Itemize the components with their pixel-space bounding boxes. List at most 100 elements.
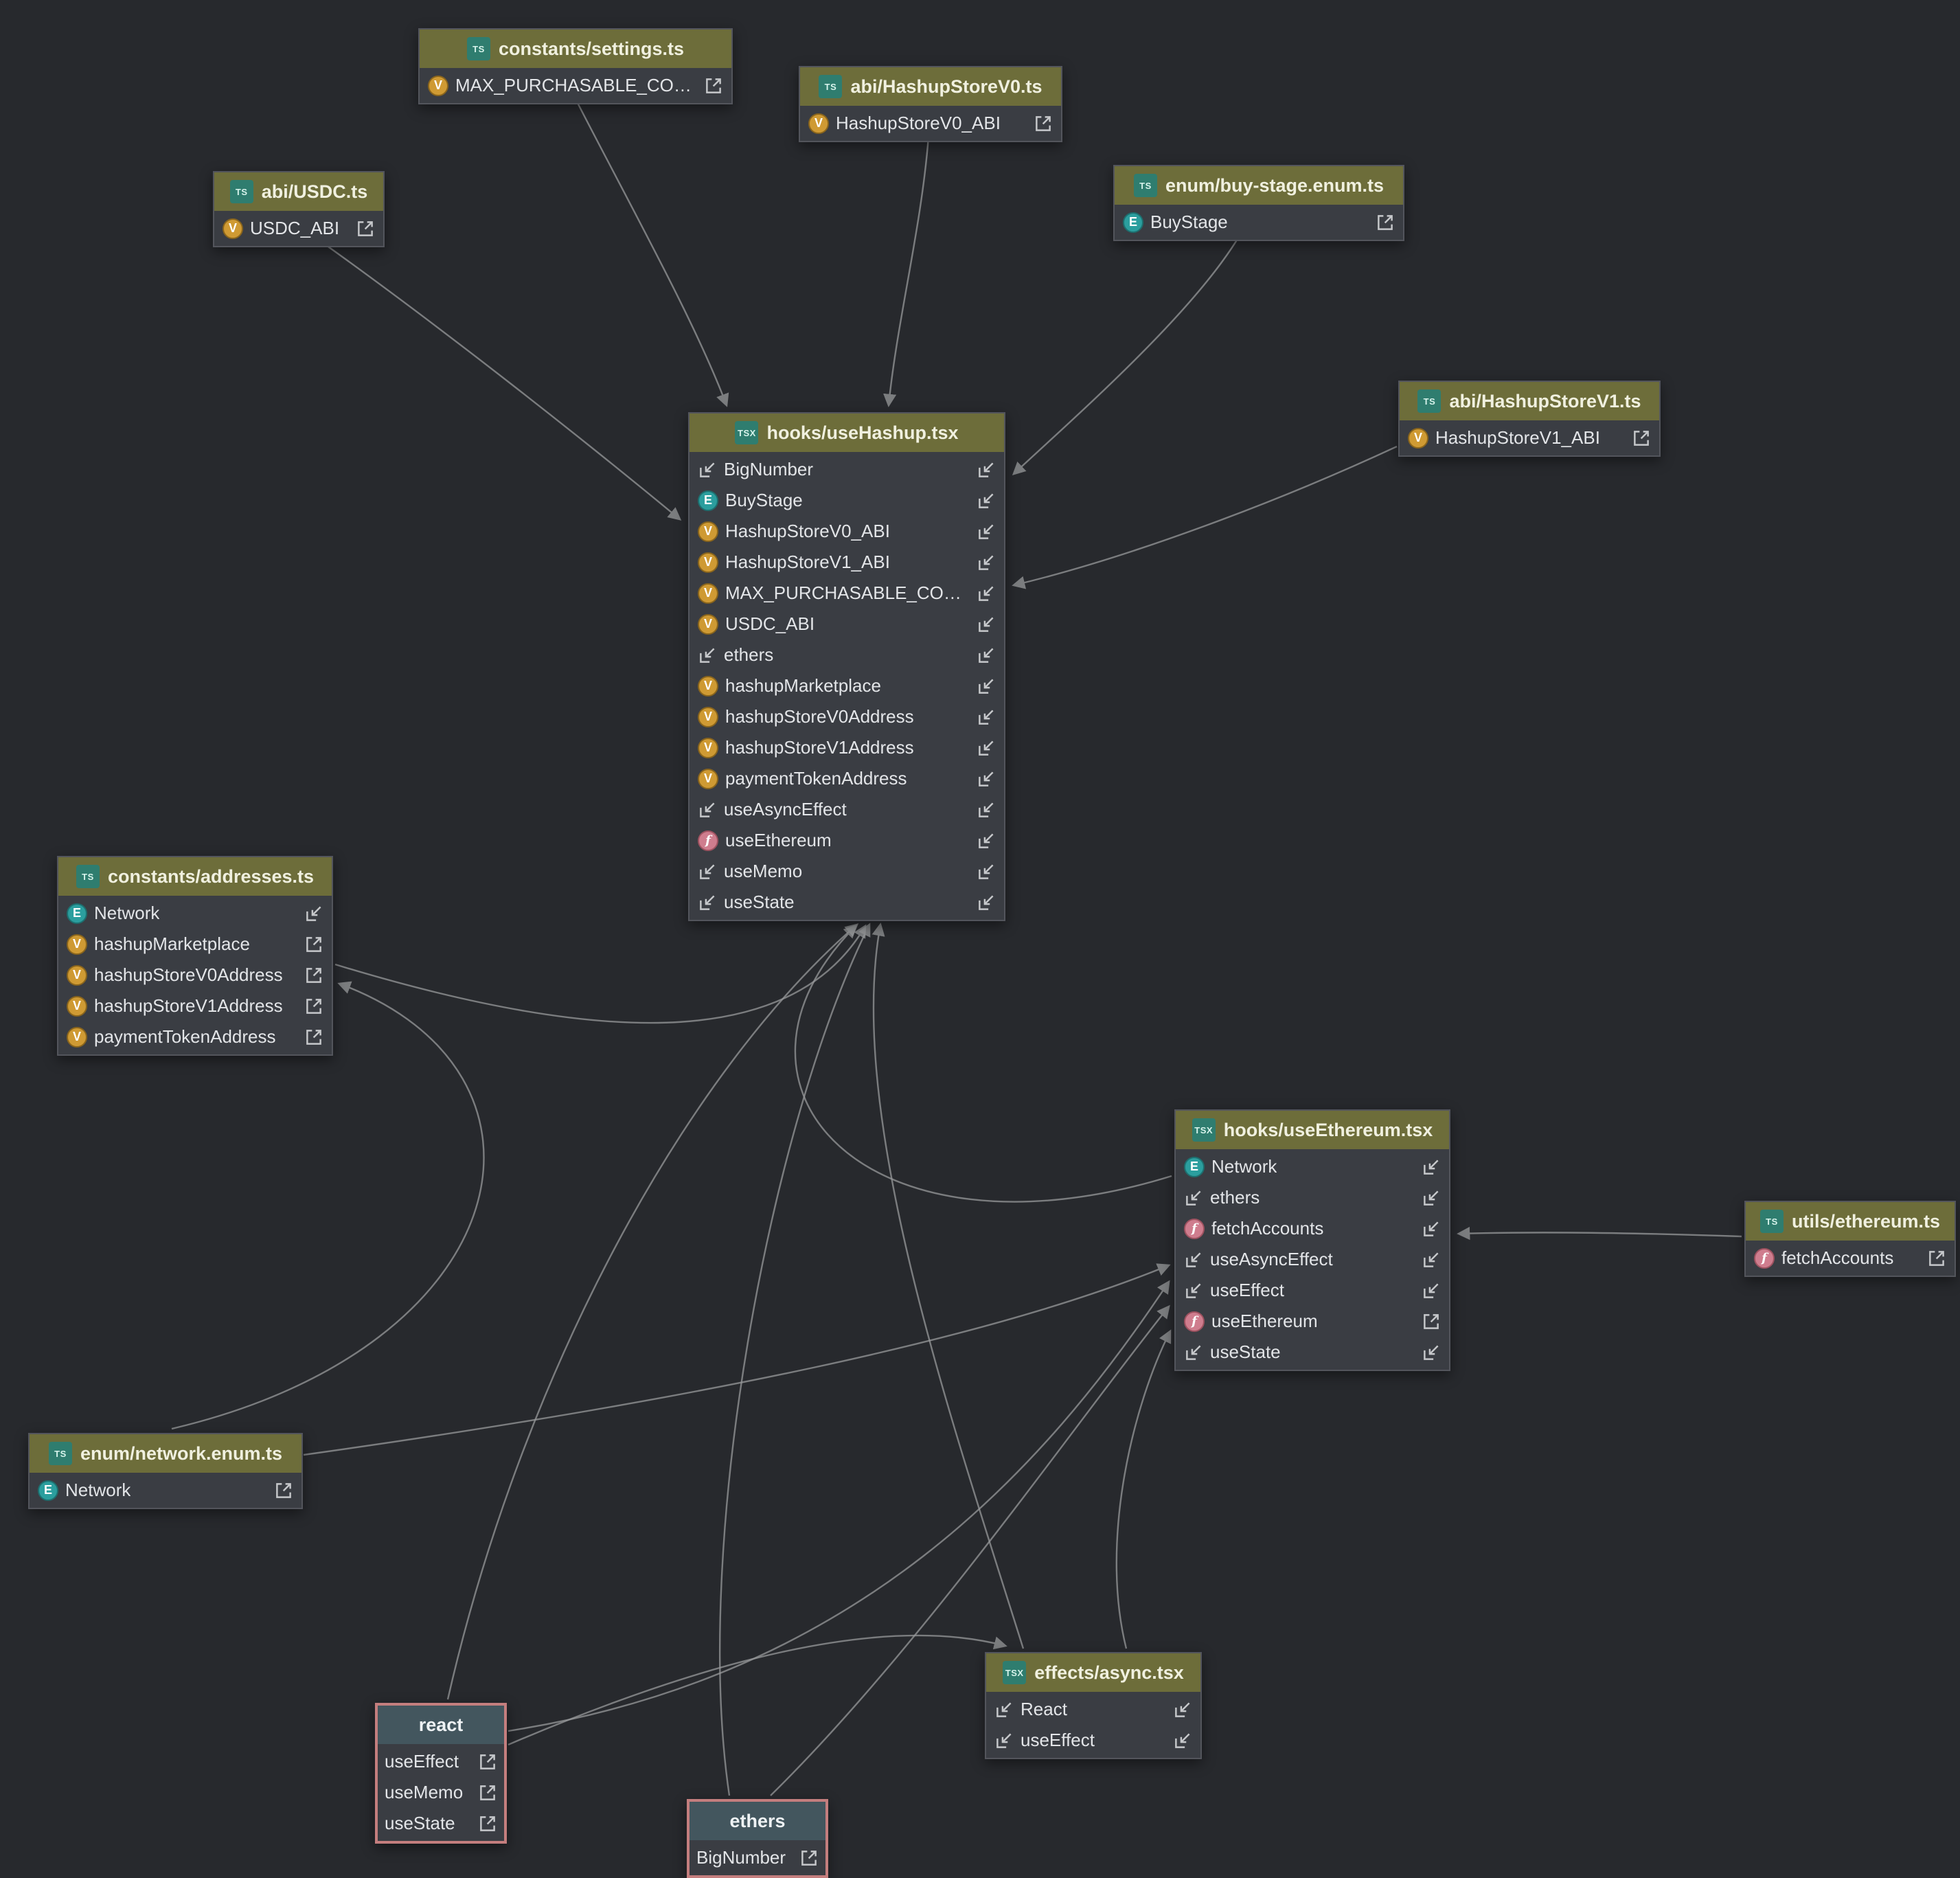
import-arrow-icon[interactable]: [1173, 1700, 1192, 1719]
symbol-row-paymentTokenAddress[interactable]: VpaymentTokenAddress: [690, 763, 1004, 794]
node-header-utilsEthereum[interactable]: TSutils/ethereum.ts: [1746, 1202, 1955, 1241]
node-header-useHashup[interactable]: TSXhooks/useHashup.tsx: [690, 414, 1004, 452]
symbol-row-MAX_PURCHASABLE_COPIES[interactable]: VMAX_PURCHASABLE_COPIES: [420, 70, 731, 101]
import-arrow-icon[interactable]: [977, 460, 996, 479]
external-link-icon[interactable]: [304, 1028, 323, 1047]
symbol-row-useMemo[interactable]: useMemo: [690, 856, 1004, 887]
external-link-icon[interactable]: [478, 1783, 497, 1802]
import-arrow-icon[interactable]: [1422, 1281, 1441, 1300]
import-arrow-icon[interactable]: [1422, 1219, 1441, 1238]
import-arrow-icon[interactable]: [977, 553, 996, 572]
symbol-row-MAX_PURCHASABLE_COPIES[interactable]: VMAX_PURCHASABLE_COPIES: [690, 578, 1004, 609]
node-title-hashupStoreV1: abi/HashupStoreV1.ts: [1449, 391, 1641, 412]
external-link-icon[interactable]: [1376, 213, 1395, 232]
variable-icon: V: [698, 583, 718, 604]
symbol-row-useState[interactable]: useState: [378, 1808, 504, 1839]
import-arrow-icon[interactable]: [977, 708, 996, 727]
node-header-usdc[interactable]: TSabi/USDC.ts: [214, 172, 383, 211]
symbol-row-useAsyncEffect[interactable]: useAsyncEffect: [1176, 1244, 1449, 1275]
symbol-row-HashupStoreV0_ABI[interactable]: VHashupStoreV0_ABI: [690, 516, 1004, 547]
node-header-useEthereum[interactable]: TSXhooks/useEthereum.tsx: [1176, 1111, 1449, 1149]
node-header-networkEnum[interactable]: TSenum/network.enum.ts: [30, 1434, 301, 1473]
symbol-row-Network[interactable]: ENetwork: [30, 1475, 301, 1506]
symbol-row-ethers[interactable]: ethers: [1176, 1182, 1449, 1213]
symbol-row-React[interactable]: React: [986, 1694, 1200, 1725]
symbol-row-hashupStoreV0Address[interactable]: VhashupStoreV0Address: [58, 960, 332, 991]
symbol-row-hashupMarketplace[interactable]: VhashupMarketplace: [690, 670, 1004, 701]
external-link-icon[interactable]: [304, 966, 323, 985]
edge-useEthereum-to-useHashup: [795, 926, 1172, 1202]
symbol-row-hashupStoreV1Address[interactable]: VhashupStoreV1Address: [58, 991, 332, 1021]
import-arrow-icon[interactable]: [1422, 1157, 1441, 1177]
external-link-icon[interactable]: [478, 1814, 497, 1833]
import-arrow-icon[interactable]: [1173, 1731, 1192, 1750]
import-arrow-icon[interactable]: [1422, 1188, 1441, 1208]
symbol-row-hashupStoreV0Address[interactable]: VhashupStoreV0Address: [690, 701, 1004, 732]
import-arrow-icon[interactable]: [977, 491, 996, 510]
symbol-row-Network[interactable]: ENetwork: [58, 898, 332, 929]
external-link-icon[interactable]: [799, 1848, 819, 1868]
external-link-icon[interactable]: [356, 219, 375, 238]
node-header-react[interactable]: react: [378, 1706, 504, 1744]
import-arrow-icon[interactable]: [977, 831, 996, 850]
import-arrow-icon[interactable]: [977, 800, 996, 819]
symbol-label: BuyStage: [725, 490, 803, 511]
symbol-row-useMemo[interactable]: useMemo: [378, 1777, 504, 1808]
node-header-hashupStoreV1[interactable]: TSabi/HashupStoreV1.ts: [1400, 382, 1659, 420]
import-arrow-icon[interactable]: [977, 522, 996, 541]
symbol-row-HashupStoreV1_ABI[interactable]: VHashupStoreV1_ABI: [690, 547, 1004, 578]
import-arrow-icon[interactable]: [1422, 1250, 1441, 1269]
node-header-ethers[interactable]: ethers: [690, 1802, 825, 1840]
symbol-row-BigNumber[interactable]: BigNumber: [690, 1842, 825, 1873]
external-link-icon[interactable]: [704, 76, 723, 95]
import-arrow-icon[interactable]: [977, 738, 996, 758]
import-arrow-icon[interactable]: [977, 769, 996, 789]
import-arrow-icon: [1184, 1281, 1203, 1300]
import-arrow-icon[interactable]: [977, 584, 996, 603]
import-arrow-icon[interactable]: [977, 893, 996, 912]
import-arrow-icon[interactable]: [977, 677, 996, 696]
symbol-row-USDC_ABI[interactable]: VUSDC_ABI: [214, 213, 383, 244]
symbol-row-useEthereum[interactable]: fuseEthereum: [690, 825, 1004, 856]
node-header-buyStage[interactable]: TSenum/buy-stage.enum.ts: [1115, 166, 1403, 205]
symbol-row-hashupMarketplace[interactable]: VhashupMarketplace: [58, 929, 332, 960]
external-link-icon[interactable]: [1034, 114, 1053, 133]
symbol-row-useAsyncEffect[interactable]: useAsyncEffect: [690, 794, 1004, 825]
symbol-row-useEthereum[interactable]: fuseEthereum: [1176, 1306, 1449, 1337]
import-arrow-icon[interactable]: [304, 904, 323, 923]
external-link-icon[interactable]: [274, 1481, 293, 1500]
external-link-icon[interactable]: [478, 1752, 497, 1772]
node-header-addresses[interactable]: TSconstants/addresses.ts: [58, 857, 332, 896]
symbol-row-BuyStage[interactable]: EBuyStage: [690, 485, 1004, 516]
symbol-row-useEffect[interactable]: useEffect: [1176, 1275, 1449, 1306]
import-arrow-icon[interactable]: [1422, 1343, 1441, 1362]
symbol-row-HashupStoreV1_ABI[interactable]: VHashupStoreV1_ABI: [1400, 422, 1659, 453]
symbol-row-Network[interactable]: ENetwork: [1176, 1151, 1449, 1182]
symbol-row-fetchAccounts[interactable]: ffetchAccounts: [1176, 1213, 1449, 1244]
external-link-icon[interactable]: [1632, 429, 1651, 448]
node-header-effectsAsync[interactable]: TSXeffects/async.tsx: [986, 1653, 1200, 1692]
symbol-row-useEffect[interactable]: useEffect: [378, 1746, 504, 1777]
symbol-row-useEffect[interactable]: useEffect: [986, 1725, 1200, 1756]
symbol-row-ethers[interactable]: ethers: [690, 640, 1004, 670]
import-arrow-icon[interactable]: [977, 615, 996, 634]
node-header-hashupStoreV0[interactable]: TSabi/HashupStoreV0.ts: [800, 67, 1061, 106]
symbol-row-hashupStoreV1Address[interactable]: VhashupStoreV1Address: [690, 732, 1004, 763]
node-header-settings[interactable]: TSconstants/settings.ts: [420, 30, 731, 68]
external-link-icon[interactable]: [304, 997, 323, 1016]
symbol-row-USDC_ABI[interactable]: VUSDC_ABI: [690, 609, 1004, 640]
symbol-row-HashupStoreV0_ABI[interactable]: VHashupStoreV0_ABI: [800, 108, 1061, 139]
symbol-row-useState[interactable]: useState: [1176, 1337, 1449, 1368]
node-title-effectsAsync: effects/async.tsx: [1034, 1662, 1184, 1684]
import-arrow-icon[interactable]: [977, 862, 996, 881]
symbol-row-BigNumber[interactable]: BigNumber: [690, 454, 1004, 485]
ts-file-icon: TS: [819, 75, 842, 98]
symbol-row-paymentTokenAddress[interactable]: VpaymentTokenAddress: [58, 1021, 332, 1052]
external-link-icon[interactable]: [1422, 1312, 1441, 1331]
import-arrow-icon[interactable]: [977, 646, 996, 665]
symbol-row-useState[interactable]: useState: [690, 887, 1004, 918]
external-link-icon[interactable]: [1927, 1249, 1946, 1268]
external-link-icon[interactable]: [304, 935, 323, 954]
symbol-row-fetchAccounts[interactable]: ffetchAccounts: [1746, 1243, 1955, 1274]
symbol-row-BuyStage[interactable]: EBuyStage: [1115, 207, 1403, 238]
